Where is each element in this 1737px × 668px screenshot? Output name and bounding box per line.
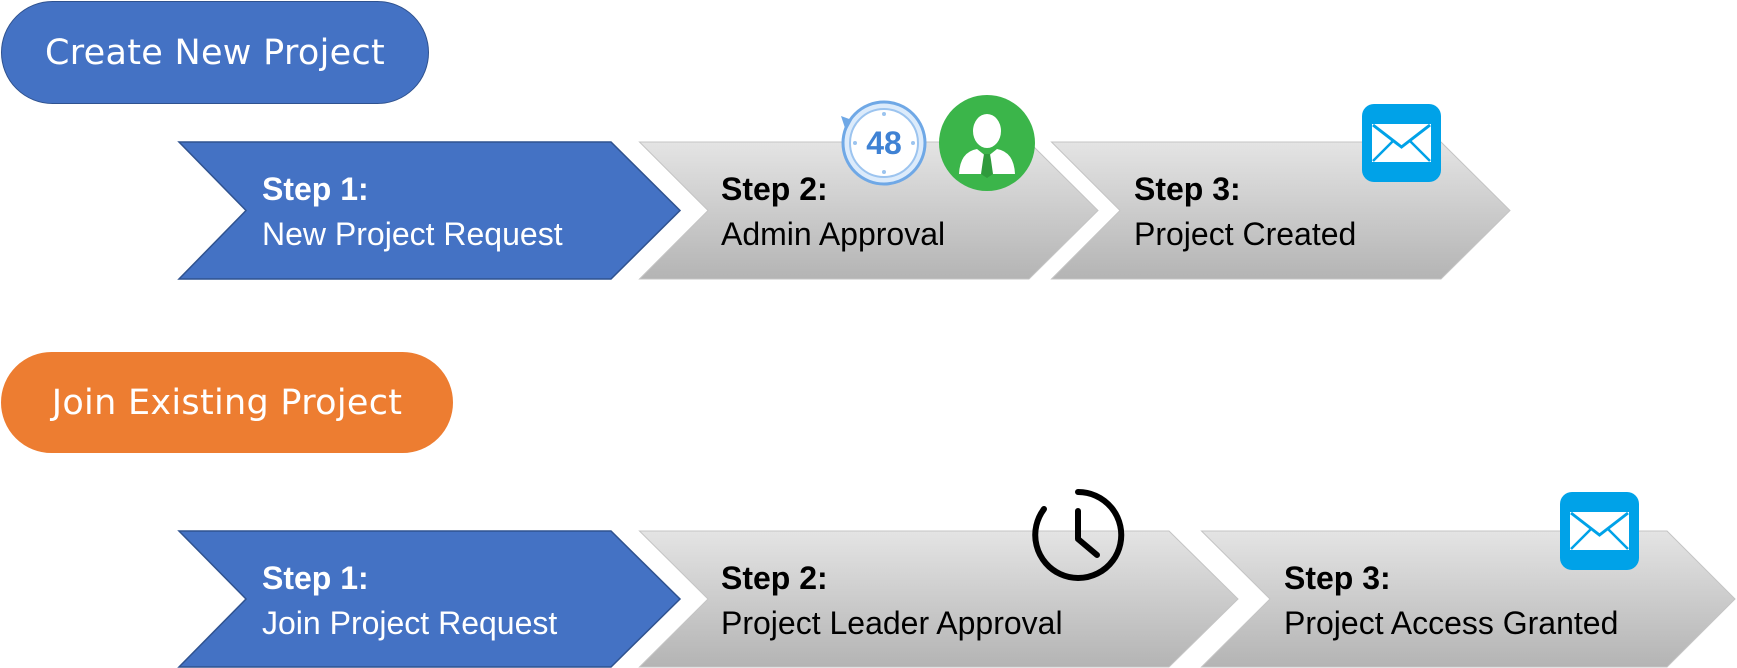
create-step-1-title: Step 1: [262, 171, 369, 207]
timer-number: 48 [866, 125, 902, 161]
create-step-2-title: Step 2: [721, 171, 828, 207]
join-step-3-arrow: Step 3: Project Access Granted [1200, 530, 1737, 668]
join-step-2-label: Project Leader Approval [721, 605, 1063, 641]
create-step-1-arrow: Step 1: New Project Request [177, 141, 683, 280]
envelope-icon [1362, 104, 1441, 182]
create-step-3-title: Step 3: [1134, 171, 1241, 207]
create-step-3-label: Project Created [1134, 216, 1357, 252]
create-step-1-label: New Project Request [262, 216, 563, 252]
join-step-3-title: Step 3: [1284, 560, 1391, 596]
join-existing-project-pill: Join Existing Project [1, 352, 453, 453]
join-step-2-title: Step 2: [721, 560, 828, 596]
join-step-3-label: Project Access Granted [1284, 605, 1619, 641]
join-step-2-arrow: Step 2: Project Leader Approval [638, 530, 1241, 668]
join-existing-project-title: Join Existing Project [51, 382, 403, 423]
clock-icon [1030, 487, 1126, 583]
create-step-3-arrow: Step 3: Project Created [1050, 141, 1513, 280]
48-hour-timer-icon: 48 [838, 98, 928, 188]
create-step-2-label: Admin Approval [721, 216, 946, 252]
create-new-project-title: Create New Project [44, 32, 386, 73]
envelope-icon [1560, 492, 1639, 570]
join-step-1-title: Step 1: [262, 560, 369, 596]
join-step-1-arrow: Step 1: Join Project Request [177, 530, 683, 668]
join-step-1-label: Join Project Request [262, 605, 558, 641]
admin-person-icon [938, 94, 1038, 194]
create-new-project-pill: Create New Project [1, 1, 429, 104]
